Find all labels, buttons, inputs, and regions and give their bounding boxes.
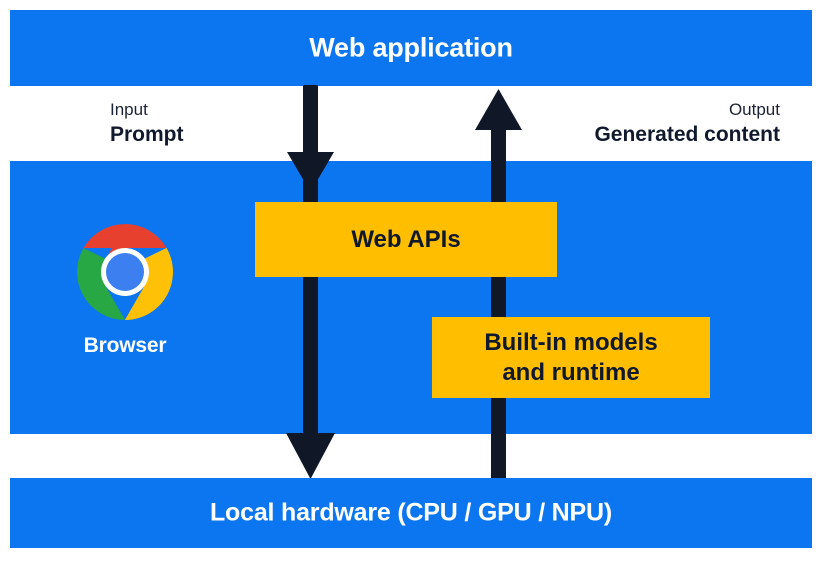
chrome-logo-icon xyxy=(77,224,173,320)
output-kind-label: Output xyxy=(728,100,780,119)
web-apis-box[interactable]: Web APIs xyxy=(255,202,557,277)
browser-label: Browser xyxy=(83,334,167,357)
web-apis-box-label: Web APIs xyxy=(351,225,461,253)
built-in-models-box[interactable]: Built-in models and runtime xyxy=(432,317,710,398)
output-label-group: Output Generated content xyxy=(594,100,780,147)
local-hardware-label: Local hardware (CPU / GPU / NPU) xyxy=(209,498,612,527)
input-label-group: Input Prompt xyxy=(110,100,184,147)
local-hardware-band: Local hardware (CPU / GPU / NPU) xyxy=(10,478,812,548)
browser-icon-group: Browser xyxy=(55,222,195,358)
web-application-label: Web application xyxy=(309,32,513,63)
output-value-label: Generated content xyxy=(594,122,780,146)
built-in-models-box-label: Built-in models and runtime xyxy=(484,329,658,386)
web-application-band: Web application xyxy=(10,10,812,86)
input-value-label: Prompt xyxy=(110,122,184,146)
input-kind-label: Input xyxy=(110,100,148,119)
